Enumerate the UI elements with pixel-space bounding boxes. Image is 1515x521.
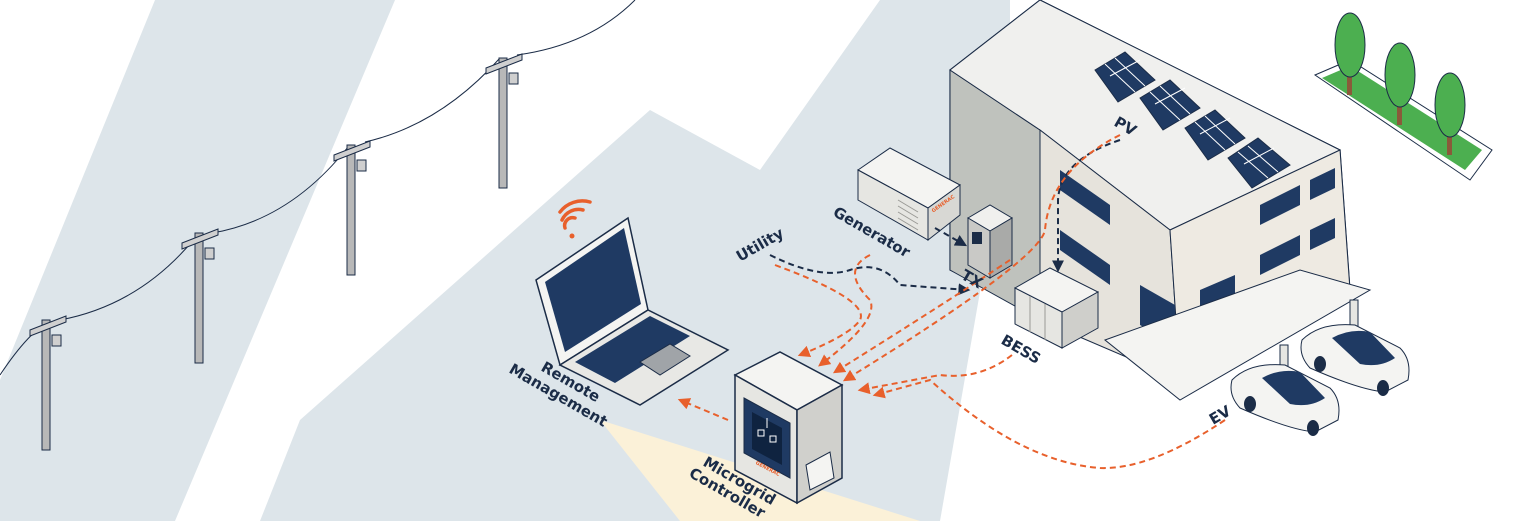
- connection-lines: [677, 134, 1226, 470]
- pv-to-bess-line: [1052, 139, 1121, 273]
- generator-to-tx-line: [934, 227, 968, 247]
- solar-panel-2: [1139, 79, 1201, 131]
- bess-label: BESS: [998, 331, 1044, 368]
- tree-2: [1384, 42, 1416, 125]
- solar-panel-1: [1094, 51, 1156, 103]
- utility-to-controller-line: [774, 264, 862, 358]
- solar-panel-3: [1184, 109, 1246, 161]
- tx-to-controller-line: [832, 259, 1011, 374]
- generator-icon: GENERAC: [857, 147, 961, 242]
- car-2: [1300, 324, 1410, 396]
- bess-to-controller-line: [857, 354, 1013, 395]
- wifi-signal-icon: [558, 199, 592, 239]
- tree-3: [1434, 72, 1466, 155]
- ev-label: EV: [1206, 402, 1234, 429]
- battery-storage-icon: [1013, 267, 1100, 349]
- controller-to-laptop-line: [677, 398, 729, 421]
- tree-icon: [1313, 12, 1493, 181]
- tree-1: [1334, 12, 1366, 95]
- utility-pole-1: [29, 315, 67, 451]
- generator-to-controller-line: [818, 254, 873, 367]
- utility-pole-2: [181, 228, 219, 364]
- laptop-icon: [535, 216, 730, 406]
- utility-pole-3: [333, 140, 371, 276]
- utility-pole-icon: [29, 53, 523, 451]
- solar-panel-4: [1227, 137, 1291, 189]
- microgrid-controller-icon: GENERAC: [733, 351, 844, 505]
- electric-car-icon: [1230, 324, 1410, 436]
- transformer-icon: [967, 204, 1013, 279]
- utility-to-tx-line: [769, 254, 971, 296]
- utility-pole-4: [485, 53, 523, 189]
- car-1: [1230, 364, 1340, 436]
- pv-to-controller-line: [842, 134, 1121, 382]
- solar-panel-icon: [1094, 51, 1291, 189]
